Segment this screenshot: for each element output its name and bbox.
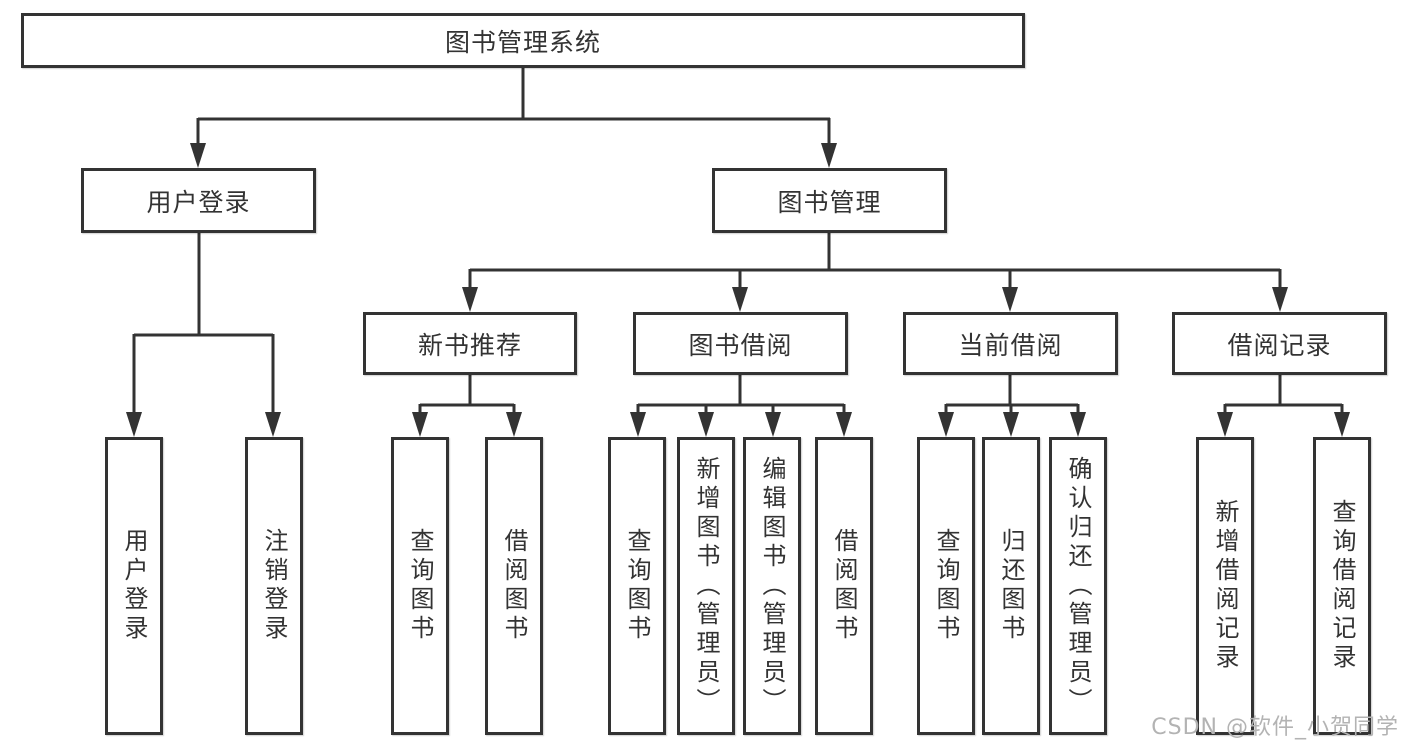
node-label: 图书借阅 (688, 330, 793, 360)
node-book-borrowing: 图书借阅 (633, 312, 848, 375)
leaf-label: 注销登录 (260, 528, 288, 644)
leaf-borrow-books-2: 借阅图书 (815, 437, 873, 735)
csdn-watermark: CSDN @软件_小贺同学 (1151, 715, 1399, 740)
node-label: 新书推荐 (417, 330, 522, 360)
leaf-edit-books-admin: 编辑图书（管理员） (743, 437, 801, 735)
leaf-label: 编辑图书（管理员） (758, 455, 786, 717)
node-library-management-system: 图书管理系统 (21, 13, 1025, 68)
leaf-label: 归还图书 (997, 528, 1025, 644)
leaf-borrow-books-1: 借阅图书 (485, 437, 543, 735)
leaf-label: 借阅图书 (830, 528, 858, 644)
leaf-return-books: 归还图书 (982, 437, 1040, 735)
leaf-confirm-return-admin: 确认归还（管理员） (1049, 437, 1107, 735)
leaf-user-login: 用户登录 (105, 437, 163, 735)
leaf-add-borrow-record: 新增借阅记录 (1196, 437, 1254, 735)
leaf-label: 借阅图书 (500, 528, 528, 644)
node-user-login: 用户登录 (81, 168, 316, 233)
node-new-book-recommend: 新书推荐 (363, 312, 577, 375)
leaf-label: 查询图书 (623, 528, 651, 644)
leaf-label: 新增图书（管理员） (692, 455, 720, 717)
leaf-query-books-1: 查询图书 (391, 437, 449, 735)
node-label: 图书管理 (777, 187, 882, 217)
leaf-logout: 注销登录 (245, 437, 303, 735)
node-label: 借阅记录 (1227, 330, 1332, 360)
leaf-label: 查询图书 (932, 528, 960, 644)
leaf-add-books-admin: 新增图书（管理员） (677, 437, 735, 735)
node-label: 用户登录 (146, 187, 251, 217)
arrowhead-icons (126, 143, 1350, 437)
node-borrowing-records: 借阅记录 (1172, 312, 1387, 375)
leaf-label: 确认归还（管理员） (1064, 455, 1092, 717)
node-current-borrowing: 当前借阅 (903, 312, 1118, 375)
leaf-query-borrow-record: 查询借阅记录 (1313, 437, 1371, 735)
node-book-management: 图书管理 (712, 168, 947, 233)
leaf-label: 新增借阅记录 (1211, 499, 1239, 673)
node-label: 当前借阅 (958, 330, 1063, 360)
leaf-label: 用户登录 (120, 528, 148, 644)
leaf-query-books-2: 查询图书 (608, 437, 666, 735)
leaf-label: 查询图书 (406, 528, 434, 644)
leaf-query-books-3: 查询图书 (917, 437, 975, 735)
leaf-label: 查询借阅记录 (1328, 499, 1356, 673)
node-label: 图书管理系统 (444, 27, 601, 57)
